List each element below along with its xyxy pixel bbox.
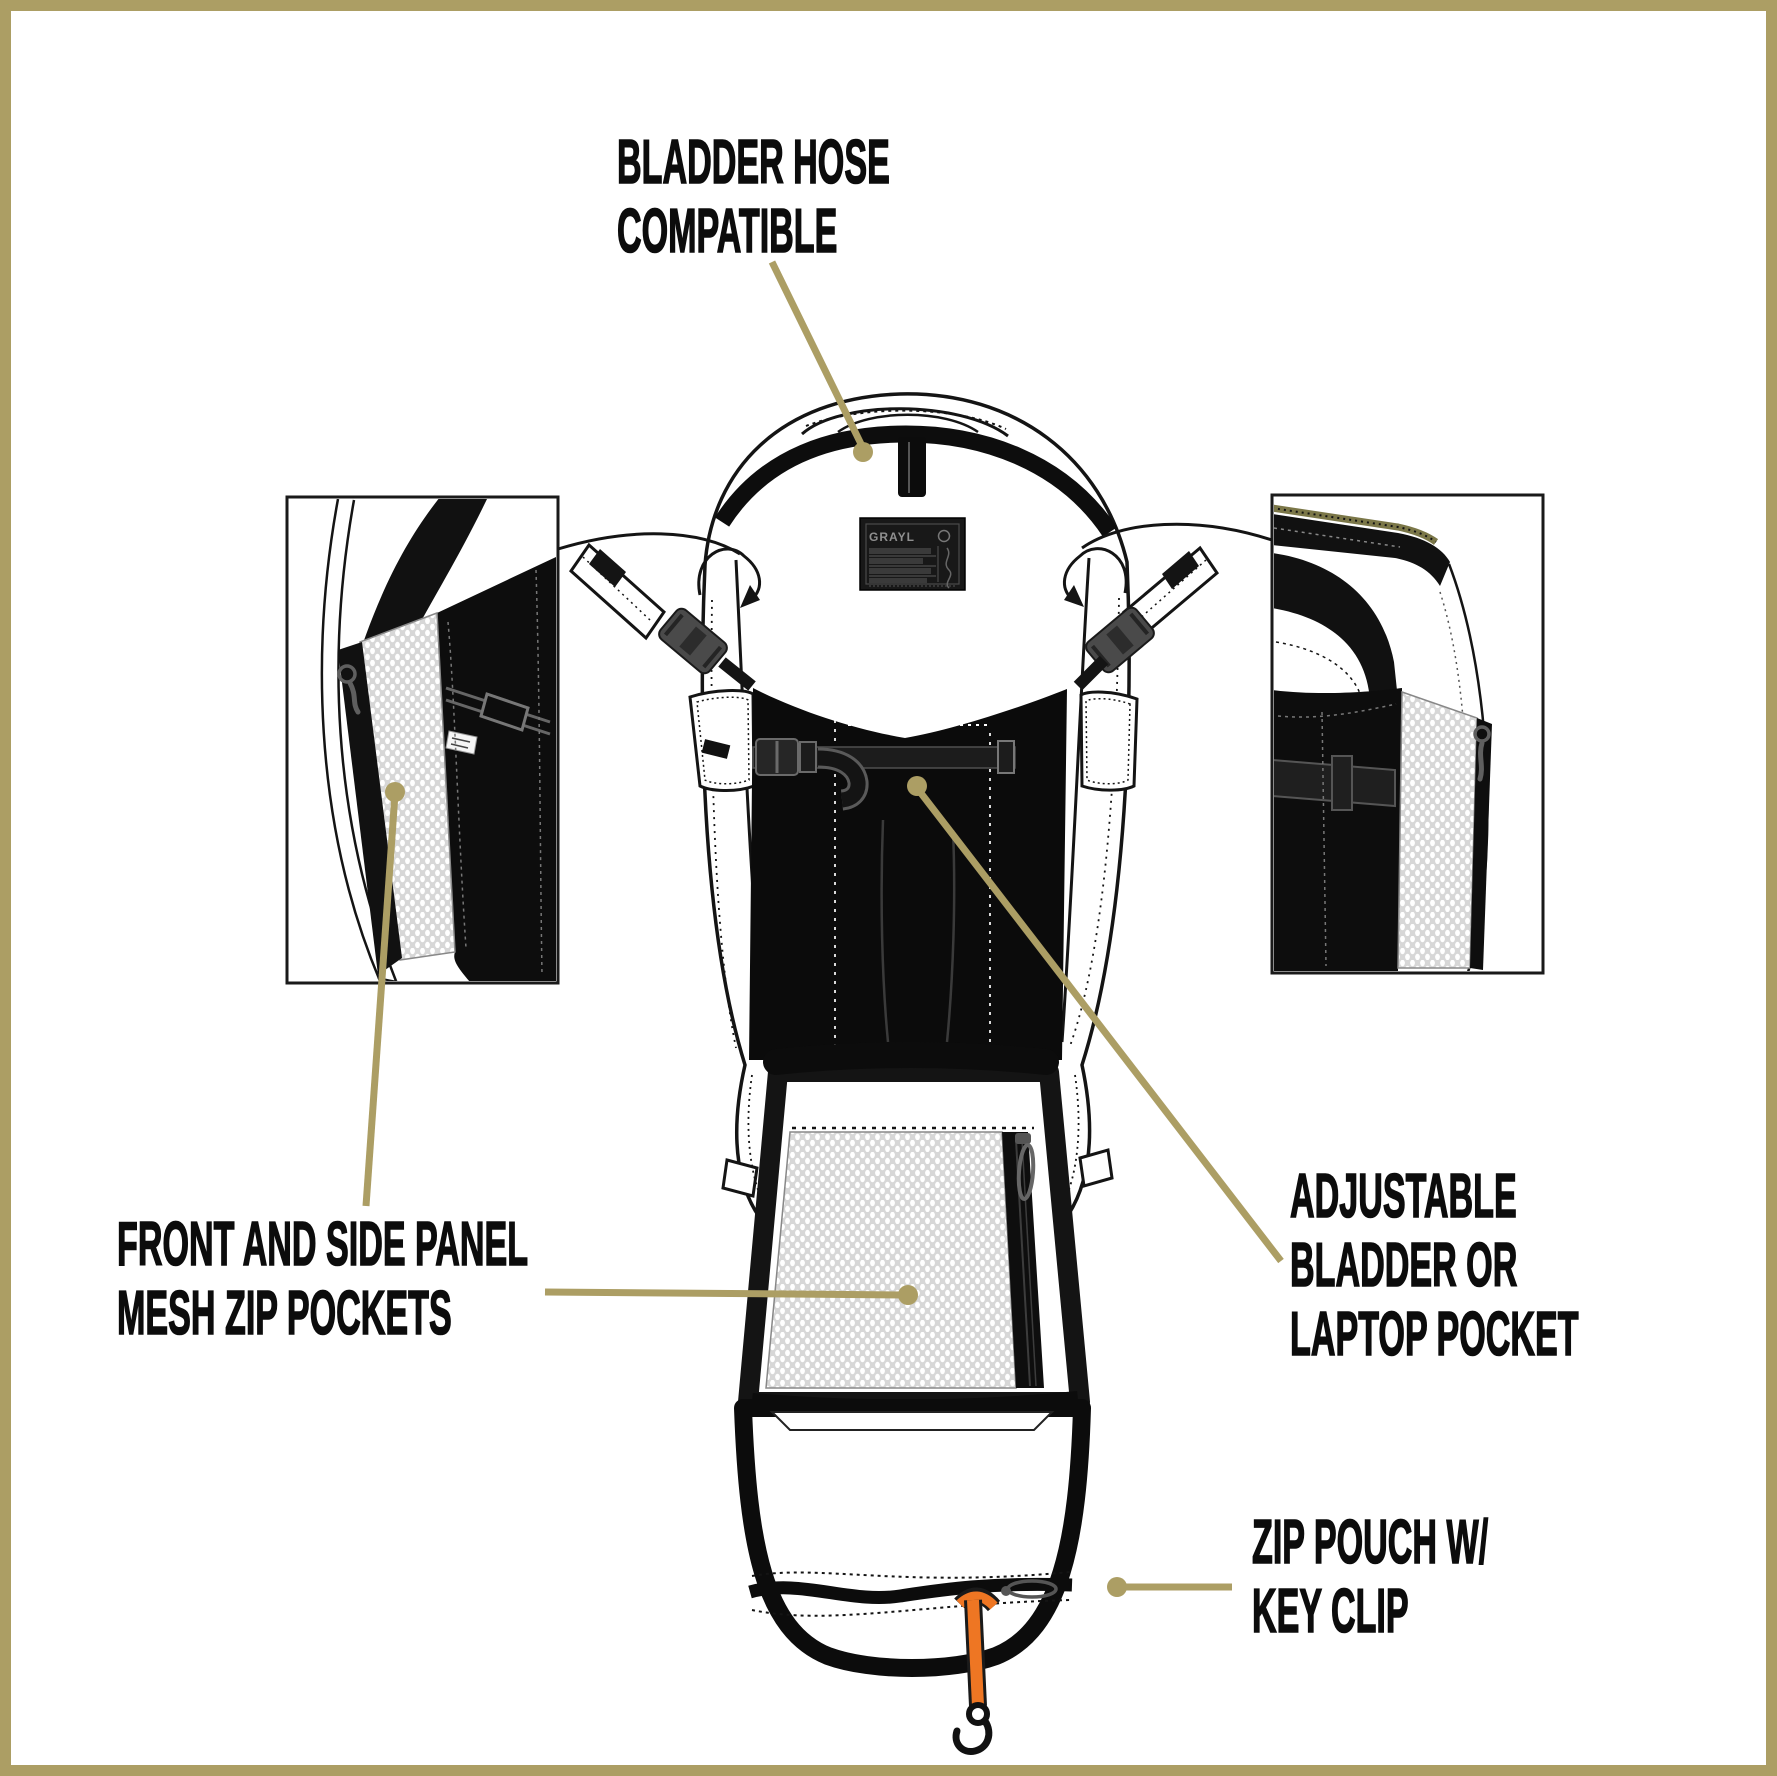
zip-pouch: [734, 1399, 1091, 1755]
zipper-pull-icon: [337, 664, 357, 684]
orange-lanyard: [967, 1599, 984, 1707]
right-strap-buckle: [1073, 545, 1220, 691]
zipper-pull-icon: [1015, 1133, 1036, 1201]
inset-connector-left: [557, 532, 741, 556]
strap-tail: [817, 750, 866, 808]
annotation-side-mesh: [362, 782, 405, 1207]
right-detail-inset: [1081, 493, 1545, 975]
inset-frame: [1270, 493, 1545, 975]
copyright-circle-icon: [937, 529, 951, 543]
brand-text: GRAYL: [869, 530, 915, 544]
annotation-dot: [385, 782, 405, 802]
carabiner-hook-icon: [952, 1717, 993, 1755]
right-keeper-loop: [1078, 1148, 1114, 1188]
annotation-dot: [907, 776, 927, 796]
panel-top-bar: [763, 1042, 1059, 1075]
left-strap-buckle: [569, 542, 756, 691]
pouch-flap: [769, 1411, 1055, 1431]
label-adjustable-bladder: ADJUSTABLE BLADDER OR LAPTOP POCKET: [1290, 1161, 1580, 1370]
signature-squiggle: [945, 547, 952, 589]
side-release-buckle-icon: [658, 607, 728, 675]
inset-buckle-icon: [479, 692, 530, 732]
label-front-side-panel: FRONT AND SIDE PANEL MESH ZIP POCKETS: [117, 1209, 529, 1349]
mini-label: [445, 730, 478, 755]
front-panel: [738, 1042, 1090, 1418]
label-line: ADJUSTABLE: [1290, 1161, 1518, 1232]
label-line: LAPTOP POCKET: [1290, 1299, 1580, 1370]
fold-arrow-left: [697, 547, 761, 608]
inset-interior-panel: [1274, 688, 1402, 971]
label-line: ZIP POUCH W/: [1252, 1507, 1489, 1578]
inset-frame: [285, 495, 560, 985]
inset-top-band: [1274, 514, 1450, 586]
key-clip: [952, 1587, 1001, 1755]
annotation-bladder-hose: [768, 260, 873, 462]
strap-keeper: [997, 740, 1015, 774]
carabiner-ring-icon: [966, 1702, 990, 1726]
annotation-zip-pouch: [1107, 1577, 1232, 1597]
inset-arc-band: [1274, 553, 1398, 700]
label-line: BLADDER HOSE: [617, 127, 891, 198]
annotation-bladder-pocket: [907, 776, 1284, 1264]
annotation-front-mesh: [544, 1285, 918, 1305]
label-line: KEY CLIP: [1252, 1576, 1410, 1647]
label-line: BLADDER OR: [1290, 1230, 1518, 1301]
label-zip-pouch: ZIP POUCH W/ KEY CLIP: [1252, 1507, 1489, 1647]
left-wing-flap: [688, 689, 756, 792]
label-line: COMPATIBLE: [617, 196, 838, 267]
inset-side-fabric: [437, 556, 556, 981]
top-rim: [714, 425, 1118, 537]
mini-label: [701, 739, 731, 759]
label-line: MESH ZIP POCKETS: [117, 1278, 453, 1349]
product-label: GRAYL: [859, 517, 966, 591]
pouch-zipper: [748, 1577, 1073, 1605]
bag-body: GRAYL: [569, 392, 1220, 1755]
annotation-dot: [898, 1285, 918, 1305]
annotation-dot: [1107, 1577, 1127, 1597]
left-keeper-loop: [721, 1158, 759, 1198]
pouch-zipper-pull-icon: [1001, 1579, 1058, 1599]
annotation-lines: [362, 260, 1284, 1597]
right-wing-flap: [1079, 690, 1139, 792]
left-detail-inset: [285, 495, 741, 985]
label-line: FRONT AND SIDE PANEL: [117, 1209, 529, 1280]
side-zipper-band: [1470, 718, 1492, 970]
bladder-laptop-pocket: [749, 688, 1067, 1060]
side-mesh-pocket: [1397, 690, 1478, 969]
fold-arrow-right: [1063, 547, 1128, 607]
label-bladder-hose: BLADDER HOSE COMPATIBLE: [617, 127, 891, 267]
annotation-dot: [853, 442, 873, 462]
bladder-hose-port: [898, 437, 926, 497]
inset-connector-right: [1081, 522, 1273, 550]
front-mesh-pocket: [765, 1131, 1017, 1389]
